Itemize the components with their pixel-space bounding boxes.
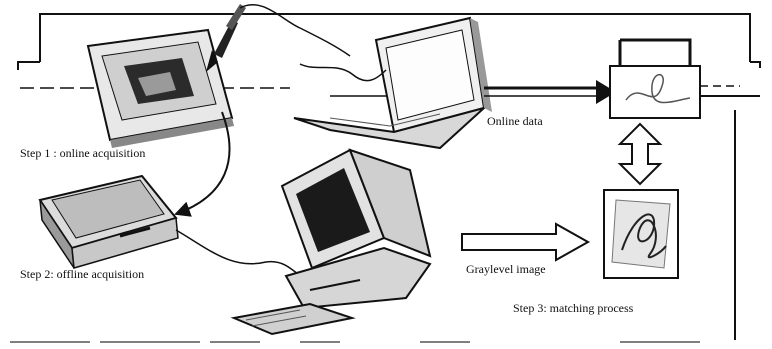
online-signature-box: [610, 40, 760, 118]
step2-label: Step 2: offline acquisition: [20, 267, 144, 282]
tablet-with-pen-icon: [88, 4, 350, 148]
online-data-arrow: [484, 80, 616, 104]
graylevel-image-arrow: [462, 224, 588, 260]
graylevel-image-label: Graylevel image: [466, 262, 546, 277]
laptop-icon: [294, 18, 492, 148]
signature-sample-icon: [604, 190, 678, 278]
online-data-label: Online data: [487, 114, 543, 129]
step1-label: Step 1 : online acquisition: [20, 146, 145, 161]
scanner-icon: [40, 176, 178, 268]
step3-label: Step 3: matching process: [513, 301, 633, 316]
desktop-computer-icon: [234, 150, 430, 334]
matching-double-arrow: [620, 124, 660, 184]
